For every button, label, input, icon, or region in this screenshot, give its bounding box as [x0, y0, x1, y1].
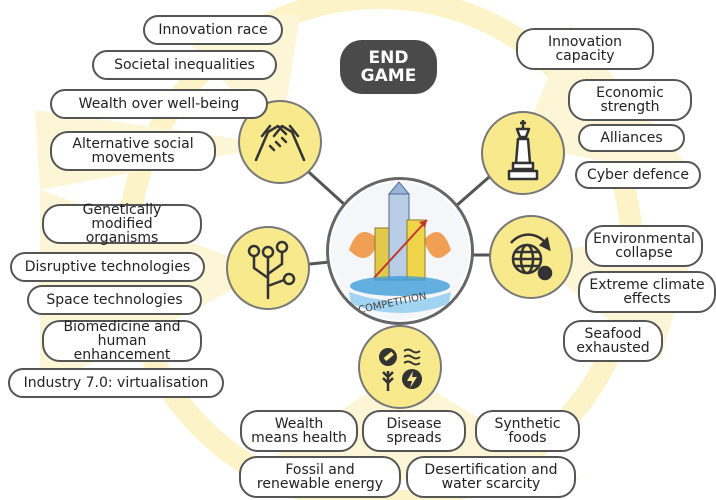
pill-innovation-capacity: Innovation capacity	[516, 28, 654, 70]
pill-wealth-means-health: Wealth means health	[240, 410, 358, 452]
globe-cycle-icon	[510, 233, 553, 281]
pill-cyber-defence: Cyber defence	[575, 161, 701, 189]
resources-icon	[379, 348, 422, 391]
hub-resources	[358, 325, 442, 409]
pill-seafood-exhausted: Seafood exhausted	[563, 320, 663, 362]
handshake-icon	[254, 124, 306, 162]
hub-geopolitics	[481, 111, 565, 195]
pill-alliances: Alliances	[578, 124, 685, 152]
pill-industry-7: Industry 7.0: virtualisation	[8, 368, 224, 398]
hub-technology	[226, 226, 310, 310]
competition-logo: COMPETITION	[326, 177, 474, 325]
network-tree-icon	[247, 240, 296, 300]
chess-king-icon	[507, 120, 539, 181]
hub-environment	[489, 215, 573, 299]
pill-fossil-renewable: Fossil and renewable energy	[239, 456, 401, 498]
pill-disease-spreads: Disease spreads	[362, 410, 466, 452]
pill-space-technologies: Space technologies	[27, 285, 202, 315]
pill-gmo: Genetically modified organisms	[42, 203, 202, 245]
pill-biomedicine: Biomedicine and human enhancement	[42, 320, 202, 362]
pill-disruptive-technologies: Disruptive technologies	[10, 252, 205, 282]
pill-extreme-climate: Extreme climate effects	[578, 271, 716, 313]
pill-economic-strength: Economic strength	[568, 79, 692, 121]
end-game-line2: GAME	[360, 66, 417, 86]
pill-wealth-over-well-being: Wealth over well-being	[50, 89, 268, 119]
end-game-badge: END GAME	[340, 40, 437, 94]
pill-desertification: Desertification and water scarcity	[406, 456, 576, 498]
pill-innovation-race: Innovation race	[143, 15, 283, 45]
pill-societal-inequalities: Societal inequalities	[92, 50, 277, 80]
pill-alternative-social-movements: Alternative social movements	[50, 131, 216, 171]
pill-environmental-collapse: Environmental collapse	[585, 225, 703, 267]
end-game-line1: END	[368, 48, 409, 68]
tower-illustration: COMPETITION	[331, 181, 469, 320]
pill-synthetic-foods: Synthetic foods	[475, 410, 580, 452]
